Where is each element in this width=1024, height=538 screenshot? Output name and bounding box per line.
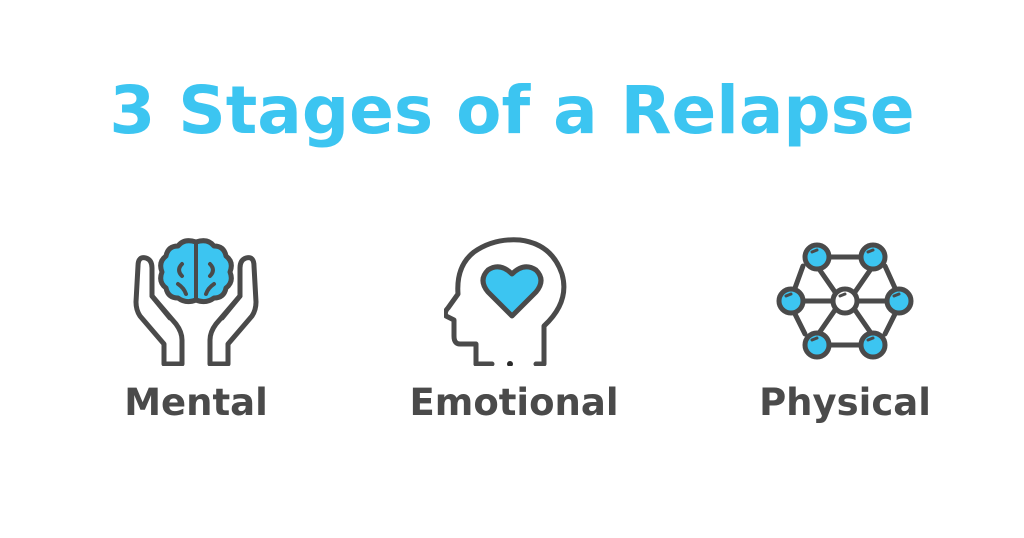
brain-in-hands-icon (133, 238, 259, 366)
page-title: 3 Stages of a Relapse (109, 72, 915, 149)
stage-emotional: Emotional (384, 236, 644, 421)
head-with-heart-icon (444, 237, 567, 366)
stage-mental: Mental (66, 236, 326, 421)
molecule-network-icon (776, 242, 914, 360)
stage-label-emotional: Emotional (409, 381, 619, 424)
stage-physical: Physical (715, 236, 975, 421)
stage-label-physical: Physical (759, 381, 931, 424)
stage-label-mental: Mental (124, 381, 268, 424)
